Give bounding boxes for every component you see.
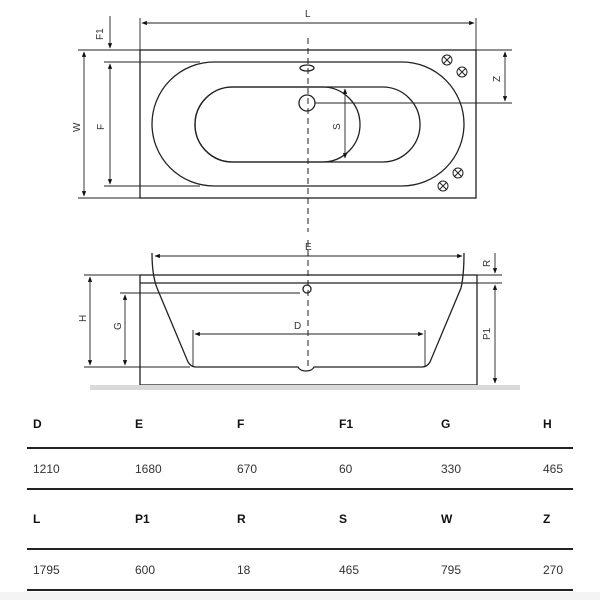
table-header-cell: G: [441, 416, 451, 431]
label-W: W: [72, 122, 83, 132]
tap-hole-icons: [437, 54, 468, 192]
table-row: 1210 1680 670 60 330 465: [27, 449, 573, 490]
floor-line: [90, 385, 520, 390]
table-cell: 270: [543, 562, 564, 577]
table-header-cell: Z: [543, 512, 551, 526]
dimensions-table: D E F F1 G H 1210 1680 670 60 330 465 L …: [27, 400, 573, 591]
label-H: H: [78, 315, 89, 322]
tub-side-profile: [151, 252, 465, 372]
table-cell: 465: [543, 461, 564, 476]
label-G: G: [113, 322, 124, 330]
table-cell: 795: [441, 562, 462, 577]
label-F1: F1: [95, 28, 106, 40]
table-header-cell: F1: [339, 416, 354, 431]
table-cell: 1680: [135, 461, 162, 476]
table-cell: 465: [339, 562, 360, 577]
label-R: R: [482, 260, 493, 267]
table-cell: 600: [135, 562, 156, 577]
table-header-cell: W: [441, 512, 453, 526]
table-header-row: L P1 R S W Z: [27, 490, 573, 550]
table-header-cell: P1: [135, 512, 150, 526]
table-cell: 330: [441, 461, 462, 476]
side-overflow-icon: [302, 284, 312, 294]
label-D: D: [294, 321, 301, 332]
label-P1: P1: [482, 327, 493, 340]
table-cell: 670: [237, 461, 258, 476]
table-cell: 1795: [33, 562, 60, 577]
table-cell: 18: [237, 562, 251, 577]
table-header-cell: R: [237, 512, 246, 526]
table-header-cell: D: [33, 416, 42, 431]
label-E: E: [305, 242, 312, 253]
table-header-cell: H: [543, 416, 552, 431]
label-F: F: [96, 124, 107, 130]
table-header-cell: E: [135, 416, 144, 431]
label-S: S: [332, 123, 343, 130]
table-cell: 60: [339, 461, 353, 476]
label-L: L: [305, 9, 311, 20]
page-footer-band: [0, 592, 600, 600]
drain-icon: [298, 94, 316, 112]
table-header-cell: F: [237, 416, 245, 431]
table-header-row: D E F F1 G H: [27, 400, 573, 449]
bathtub-technical-drawing: L F1 W F S Z E R H G D P1: [72, 9, 520, 390]
table-cell: 1210: [33, 461, 60, 476]
table-header-cell: L: [33, 512, 41, 526]
table-header-cell: S: [339, 512, 348, 526]
label-Z: Z: [492, 76, 503, 82]
table-row: 1795 600 18 465 795 270: [27, 550, 573, 591]
overflow-icon: [299, 64, 315, 72]
